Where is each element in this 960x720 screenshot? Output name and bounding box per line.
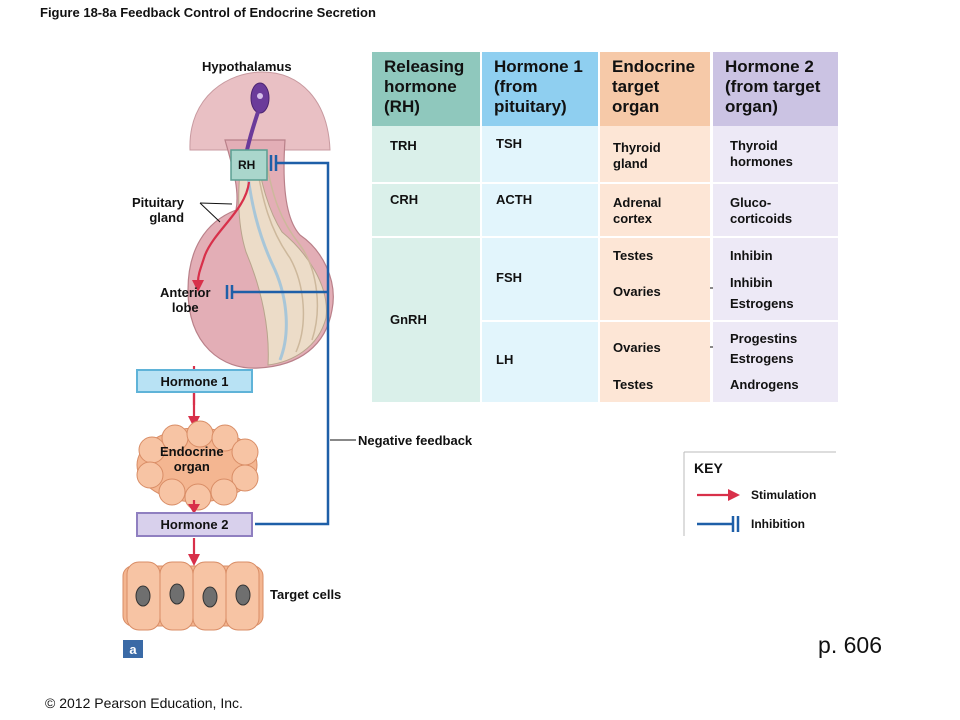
cell-inhibin-ovaries: Inhibin (730, 275, 773, 290)
label-endocrine-organ: Endocrine organ (160, 444, 224, 474)
page-number: p. 606 (818, 632, 882, 658)
cell-estrogens-fsh: Estrogens (730, 296, 794, 311)
header-hormone-2: Hormone 2 (from target organ) (713, 52, 838, 126)
cell-acth: ACTH (496, 192, 533, 207)
key-stimulation-label: Stimulation (751, 488, 817, 502)
header-releasing-hormone: Releasing hormone (RH) (372, 52, 480, 126)
cell-adrenal-cortex: Adrenal cortex (613, 195, 662, 226)
key-title: KEY (694, 460, 723, 476)
cell-trh: TRH (390, 138, 417, 153)
rh-box (230, 149, 268, 181)
column-hormone-2: Hormone 2 (from target organ) (713, 52, 838, 402)
panel-letter-badge: a (123, 640, 143, 658)
label-pituitary-gland: Pituitary gland (132, 195, 185, 225)
target-cells-shape (122, 561, 264, 631)
figure-title: Figure 18-8a Feedback Control of Endocri… (40, 5, 376, 20)
stimulation-arrow-target (188, 554, 200, 566)
cell-thyroid-hormones: Thyroid hormones (730, 138, 793, 169)
label-anterior-lobe: Anterior lobe (160, 285, 211, 315)
key-inhibition-label: Inhibition (751, 517, 805, 531)
cell-tsh: TSH (496, 136, 522, 151)
label-hypothalamus: Hypothalamus (202, 59, 292, 74)
hormone-1-box: Hormone 1 (136, 369, 253, 393)
cell-thyroid-gland: Thyroid gland (613, 140, 661, 171)
cell-glucocorticoids: Gluco- corticoids (730, 195, 793, 226)
cell-lh: LH (496, 352, 514, 367)
cell-fsh: FSH (496, 270, 522, 285)
cell-progestins: Progestins (730, 331, 798, 346)
stimulation-arrow-hormone2 (188, 504, 200, 514)
label-target-cells: Target cells (270, 587, 342, 602)
copyright-notice: © 2012 Pearson Education, Inc. (45, 695, 243, 711)
cell-androgens: Androgens (730, 377, 799, 392)
column-endocrine-organ: Endocrine target organ (600, 52, 710, 402)
cell-estrogens-lh: Estrogens (730, 351, 794, 366)
column-hormone-1: Hormone 1 (from pituitary) (482, 52, 598, 402)
hormone-2-box: Hormone 2 (136, 512, 253, 537)
label-negative-feedback: Negative feedback (358, 433, 473, 448)
stimulation-arrow-rh (196, 181, 251, 283)
endocrine-organ-shape (136, 420, 259, 511)
key-frame (683, 451, 836, 536)
cell-gnrh: GnRH (390, 312, 427, 327)
header-endocrine-organ: Endocrine target organ (600, 52, 710, 126)
cell-inhibin-testes: Inhibin (730, 248, 773, 263)
cell-crh: CRH (390, 192, 419, 207)
negative-feedback-line (255, 161, 330, 526)
cell-testes-lh: Testes (613, 377, 654, 392)
cell-ovaries-lh: Ovaries (613, 340, 661, 355)
label-rh: RH (238, 158, 256, 172)
column-releasing-hormone: Releasing hormone (RH) (372, 52, 480, 402)
posterior-lobe-shape (238, 149, 327, 366)
header-hormone-1: Hormone 1 (from pituitary) (482, 52, 598, 126)
cell-testes-fsh: Testes (613, 248, 654, 263)
cell-ovaries-fsh: Ovaries (613, 284, 661, 299)
